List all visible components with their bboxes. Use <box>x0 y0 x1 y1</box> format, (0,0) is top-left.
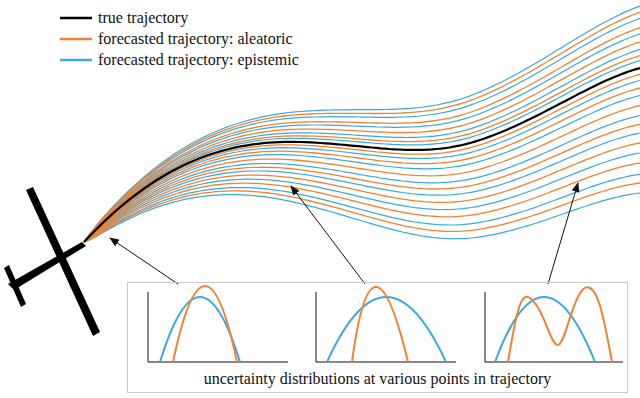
trajectory-line <box>84 143 640 242</box>
trajectory-line <box>84 42 640 242</box>
caption-box: uncertainty distributions at various poi… <box>127 282 628 393</box>
pointer-arrows <box>110 183 578 284</box>
caption-text: uncertainty distributions at various poi… <box>204 370 551 392</box>
trajectory-line <box>84 34 640 242</box>
trajectories <box>84 6 640 242</box>
trajectory-line <box>84 88 640 242</box>
trajectory-line <box>84 56 640 242</box>
trajectory-line <box>84 174 640 242</box>
trajectory-line <box>84 12 640 242</box>
trajectory-line <box>84 18 640 242</box>
trajectory-line <box>84 183 640 242</box>
aircraft <box>4 187 100 336</box>
trajectory-line <box>84 28 640 242</box>
legend-text: forecasted trajectory: epistemic <box>98 50 299 70</box>
trajectory-line <box>84 68 640 242</box>
trajectory-line <box>84 6 640 242</box>
trajectory-line <box>84 193 640 242</box>
trajectory-line <box>84 74 640 242</box>
legend-text: true trajectory <box>98 8 188 28</box>
trajectory-line <box>84 49 640 242</box>
distribution-plots <box>148 286 623 362</box>
trajectory-line <box>84 124 640 242</box>
legend-line <box>58 50 94 70</box>
trajectory-line <box>84 96 640 243</box>
trajectory-line <box>84 61 640 242</box>
legend-text: forecasted trajectory: aleatoric <box>98 29 293 49</box>
legend-line <box>58 29 94 49</box>
trajectory-line <box>84 153 640 242</box>
legend-line <box>58 8 94 28</box>
